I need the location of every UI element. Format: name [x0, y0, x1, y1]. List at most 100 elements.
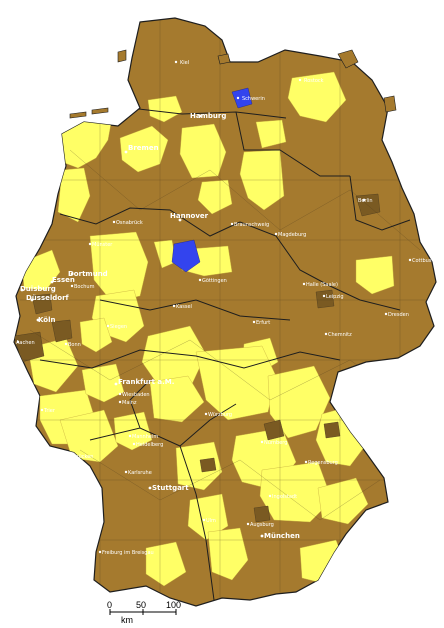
city-label: Hamburg	[190, 112, 226, 120]
city-label: Dortmund	[68, 270, 108, 278]
region-rostock-area	[287, 71, 347, 123]
city-label: Halle (Saale)	[306, 282, 338, 288]
city-label: Duisburg	[20, 285, 56, 293]
city-karlsruhe: Karlsruhe	[124, 470, 152, 476]
region-regensburg-dark	[323, 421, 341, 439]
city-mainz: Mainz	[118, 400, 137, 406]
region-luneburg-east	[255, 119, 287, 149]
city-label: Rostock	[304, 78, 324, 84]
region-altmuehl	[259, 461, 333, 523]
district-regions	[14, 20, 436, 606]
region-aachen	[14, 331, 45, 363]
city-label: Essen	[52, 276, 75, 284]
city-label: Regensburg	[308, 460, 338, 466]
islands	[69, 49, 397, 119]
city-label: Nürnberg	[264, 440, 287, 446]
city-label: Erfurt	[256, 320, 270, 326]
city-label: Osnabrück	[116, 220, 143, 226]
scale-tick-label: 100	[166, 600, 181, 610]
city-wuerzburg: Würzburg	[204, 412, 232, 418]
city-ulm: Ulm	[202, 518, 216, 524]
island-usedom	[383, 95, 397, 113]
city-label: Göttingen	[202, 278, 227, 284]
dark-brown-regions	[14, 193, 381, 523]
region-hohenlohe	[175, 441, 223, 491]
city-label: Stuttgart	[152, 484, 189, 492]
city-bonn: Bonn	[64, 342, 81, 348]
city-label: Karlsruhe	[128, 470, 152, 476]
city-label: Münster	[92, 242, 113, 248]
city-duesseldorf: Düsseldorf	[26, 294, 70, 302]
city-koeln: Köln	[36, 316, 56, 324]
city-bochum: Bochum	[70, 284, 95, 290]
city-label: Cottbus	[412, 258, 432, 264]
city-label: Schwerin	[242, 96, 265, 102]
island-north-frisian	[117, 49, 127, 63]
city-hannover: Hannover	[170, 212, 209, 222]
city-labels: Kiel Rostock Schwerin Hamburg Bremen Han…	[16, 60, 432, 556]
city-muenchen: München	[260, 532, 300, 540]
city-heidelberg: Heidelberg	[132, 442, 163, 448]
city-label: München	[264, 532, 300, 540]
city-halle: Halle (Saale)	[302, 282, 338, 288]
city-schwerin: Schwerin	[236, 96, 265, 102]
city-label: Frankfurt a.M.	[118, 378, 174, 386]
city-berlin: Berlin	[358, 198, 373, 204]
city-label: Mainz	[122, 400, 137, 406]
city-label: Mannheim	[132, 434, 158, 440]
city-label: Aachen	[16, 340, 35, 346]
city-mannheim: Mannheim	[128, 434, 158, 440]
region-stuttgart-dark	[199, 457, 217, 473]
region-emsland	[57, 167, 91, 223]
region-spessart	[149, 375, 205, 423]
yellow-regions	[21, 71, 395, 587]
city-label: Bremen	[128, 144, 159, 152]
city-label: Braunschweig	[234, 222, 269, 228]
city-dresden: Dresden	[384, 312, 409, 318]
region-luneburg	[179, 123, 227, 179]
city-rostock: Rostock	[298, 78, 324, 84]
region-heide	[197, 179, 233, 215]
city-bremen: Bremen	[124, 144, 159, 154]
city-label: Leipzig	[326, 294, 344, 300]
city-dortmund: Dortmund	[68, 270, 108, 278]
city-kassel: Kassel	[172, 304, 192, 310]
region-muenchen-dark	[253, 505, 271, 523]
scale-unit-label: km	[121, 615, 133, 625]
city-muenster: Münster	[88, 242, 113, 248]
city-label: Köln	[38, 316, 56, 324]
region-pfalz-north	[81, 363, 125, 403]
city-label: Hannover	[170, 212, 209, 220]
city-freiburg: Freiburg im Breisgau	[98, 550, 154, 556]
island-ruegen	[337, 49, 359, 69]
scale-bar: 0 50 100 km	[107, 600, 181, 625]
city-aachen: Aachen	[16, 340, 35, 346]
blue-regions	[171, 87, 253, 273]
region-leipzig-dark	[315, 289, 335, 309]
city-cottbus: Cottbus	[408, 258, 432, 264]
city-label: Kiel	[180, 60, 189, 66]
city-label: Düsseldorf	[26, 294, 70, 302]
city-label: Saarbrücken	[62, 454, 93, 460]
region-wuerzburg-dark	[263, 419, 285, 441]
city-label: Kassel	[176, 304, 192, 310]
city-label: Ingolstadt	[272, 494, 297, 500]
region-bodensee	[145, 541, 187, 587]
city-osnabrueck: Osnabrück	[112, 220, 143, 226]
region-wesermarsch	[147, 95, 183, 123]
city-duisburg: Duisburg	[20, 285, 56, 293]
city-goettingen: Göttingen	[198, 278, 227, 284]
region-duesseldorf-dark	[31, 293, 53, 315]
city-label: Ulm	[206, 518, 216, 524]
city-regensburg: Regensburg	[304, 460, 338, 466]
city-label: Trier	[43, 408, 56, 414]
city-label: Bochum	[74, 284, 95, 290]
city-saarbruecken: Saarbrücken	[58, 454, 93, 460]
city-label: Bonn	[68, 342, 81, 348]
region-fläming	[355, 255, 395, 295]
island-fehmarn	[217, 53, 231, 65]
city-braunschweig: Braunschweig	[230, 222, 269, 228]
city-label: Berlin	[358, 198, 373, 204]
city-ingolstadt: Ingolstadt	[268, 494, 297, 500]
